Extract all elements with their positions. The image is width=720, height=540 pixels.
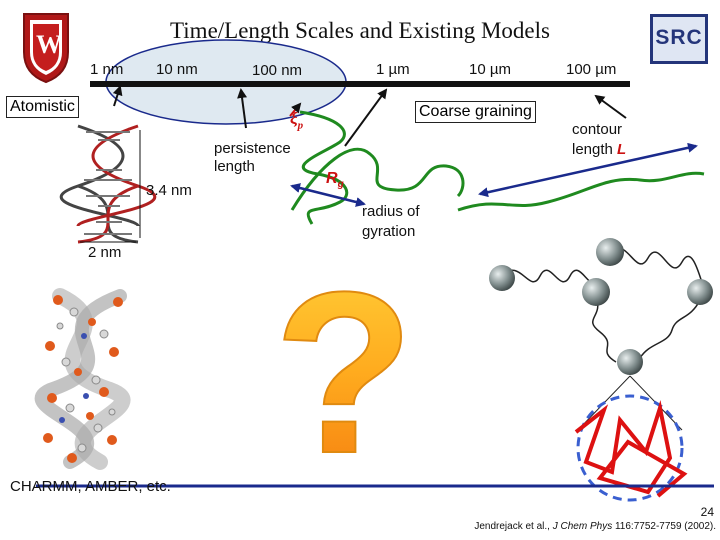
contour-label-line1: contour bbox=[572, 121, 623, 138]
coarse-arrow bbox=[344, 88, 388, 147]
coarse-blob-polymer bbox=[290, 147, 465, 211]
persistence-tangent-arrow bbox=[289, 102, 302, 117]
atomistic-arrow bbox=[112, 85, 123, 107]
scale-label-100um: 100 µm bbox=[566, 61, 617, 78]
contour-label-line2: length bbox=[572, 141, 613, 158]
dna-atomistic-model bbox=[34, 288, 131, 470]
rg-symbol-sub: g bbox=[337, 179, 344, 191]
src-logo bbox=[650, 14, 708, 64]
citation: Jendrejack et al., J Chem Phys 116:7752-… bbox=[420, 521, 716, 532]
persistence-label-line2: length bbox=[214, 158, 255, 175]
scale-label-10um: 10 µm bbox=[469, 61, 511, 78]
software-label: CHARMM, AMBER, etc. bbox=[10, 478, 171, 495]
persistence-label-line1: persistence bbox=[214, 140, 291, 157]
rg-symbol: Rg bbox=[326, 170, 344, 190]
persistence-symbol-sub: p bbox=[297, 119, 304, 132]
scale-label-10nm: 10 nm bbox=[156, 61, 198, 78]
slide-title: Time/Length Scales and Existing Models bbox=[170, 18, 550, 43]
page-number: 24 bbox=[700, 505, 714, 519]
dna-helix-schematic bbox=[59, 124, 157, 244]
citation-journal: J Chem Phys bbox=[552, 521, 613, 532]
scale-label-1um: 1 µm bbox=[376, 61, 410, 78]
rg-symbol-r: R bbox=[326, 170, 338, 187]
citation-details: 116:7752-7759 (2002). bbox=[612, 521, 716, 532]
src-logo-text: SRC bbox=[655, 26, 703, 49]
dna-width-label: 2 nm bbox=[88, 244, 122, 261]
contour-arrow-long bbox=[478, 142, 698, 198]
random-walk-blob bbox=[574, 394, 688, 502]
contour-symbol: L bbox=[617, 141, 627, 158]
persistence-label: persistence length bbox=[214, 140, 291, 176]
question-mark: ? bbox=[274, 244, 415, 501]
rg-label: radius of gyration bbox=[362, 202, 420, 242]
rg-label-line2: gyration bbox=[362, 223, 416, 240]
citation-authors: Jendrejack et al., bbox=[474, 521, 553, 532]
contour-arrow bbox=[594, 94, 627, 119]
contour-label: contour length L bbox=[572, 120, 626, 160]
persistence-symbol-xi: ξ bbox=[290, 109, 298, 128]
scale-label-1nm: 1 nm bbox=[90, 61, 124, 78]
scale-label-100nm: 100 nm bbox=[252, 62, 303, 79]
rg-label-line1: radius of bbox=[362, 203, 420, 220]
dna-pitch-label: 3.4 nm bbox=[146, 182, 192, 199]
atomistic-label: Atomistic bbox=[6, 96, 79, 118]
bead-spring-model bbox=[489, 238, 713, 431]
rg-arrow bbox=[290, 183, 366, 207]
persistence-polymer bbox=[299, 110, 349, 225]
persistence-arrow bbox=[237, 88, 248, 129]
contour-label-line2-wrap: length L bbox=[572, 140, 626, 160]
persistence-symbol: ξp bbox=[290, 109, 303, 131]
coarse-graining-label: Coarse graining bbox=[415, 101, 536, 123]
scale-bar bbox=[90, 81, 630, 87]
